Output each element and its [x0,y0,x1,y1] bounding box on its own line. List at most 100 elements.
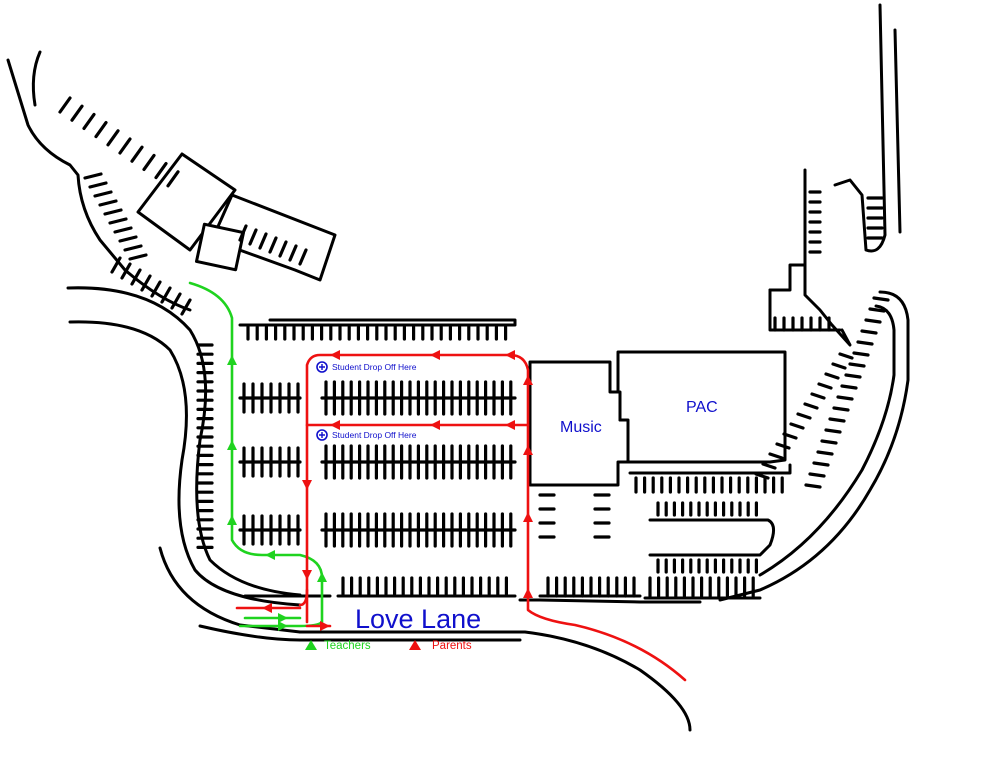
stall-col-far-northeast [866,196,884,240]
parking-stall [754,472,770,480]
parking-stalls [58,96,890,598]
parking-stall [150,280,162,298]
parking-stall [58,96,72,114]
music-label: Music [560,419,602,436]
legend-teachers-label: Teachers [324,640,371,652]
site-outline [6,3,910,732]
pac-building [616,350,787,464]
parking-stall [130,268,142,286]
parking-stall [118,137,132,155]
parking-stall [844,373,862,379]
pac-label: PAC [686,399,718,416]
parking-stall [108,217,128,225]
drop-off-marker-2: Student Drop Off Here [316,429,417,441]
route-arrows [227,350,533,631]
stall-row-center-0 [324,380,513,416]
stall-row-west-0 [242,382,300,414]
parking-stall [123,244,143,252]
parking-stall [840,384,858,390]
stall-row-west-1 [242,446,300,478]
stall-row-west-curve [83,172,148,261]
parking-stall [248,228,258,246]
parking-stall [130,145,144,163]
stall-row-west-2 [242,514,300,546]
parking-stall [298,248,308,266]
parking-stall [94,120,108,139]
parking-stall [864,318,882,324]
parking-stall [288,244,298,262]
stall-row-bottom-far [648,576,755,598]
parking-stall [180,298,192,316]
parking-stall [824,428,842,434]
parking-stall [782,432,798,440]
drop-off-marker-1: Student Drop Off Here [316,361,417,373]
parking-stall [761,462,777,470]
legend-teachers: Teachers [305,640,371,652]
parking-stall [98,199,118,207]
parking-stall [83,172,103,180]
parking-stall [142,153,156,171]
parking-stall [803,402,819,410]
stall-col-music-east [593,493,611,539]
parking-stall [128,253,148,261]
stall-row-center-2 [324,512,513,548]
parking-stall [836,395,854,401]
parking-stall [789,422,805,430]
parking-stall [820,439,838,445]
parking-stall [856,340,874,346]
stall-row-north-building [238,224,308,266]
circle-plus-icon [316,429,328,441]
parking-stall [860,329,878,335]
road-label: Love Lane [355,604,481,634]
parking-stall [810,392,826,400]
parking-stall [838,352,854,360]
lot-islands [238,318,792,600]
stall-row-bottom-east [546,576,636,598]
building-north-2 [210,193,337,282]
parking-stall [824,372,840,380]
stall-row-northwest [58,96,180,188]
parking-stall [278,240,288,258]
parking-stall [88,181,108,189]
triangle-icon [409,640,421,650]
parking-stall [852,351,870,357]
legend-parents: Parents [409,640,472,652]
parking-stall [103,208,123,216]
parking-stall [804,483,822,489]
stall-col-west [196,343,214,550]
parking-stall [816,450,834,456]
parking-stall [106,129,120,147]
parking-stall [118,235,138,243]
buildings [136,152,787,487]
parking-stall [238,224,248,242]
parking-stall [110,256,122,274]
building-north-1 [136,152,237,252]
stall-col-northeast [808,190,822,254]
parking-stall [113,226,133,234]
parking-stall [868,307,886,313]
building-north-3 [194,222,246,272]
legend: Teachers Parents [305,640,472,652]
parking-stall [817,382,833,390]
parking-stall [268,236,278,254]
parking-stall [93,190,113,198]
teachers-route [188,281,324,628]
stall-col-east-inner [754,352,854,480]
triangle-icon [305,640,317,650]
stall-row-east-low [656,558,759,574]
stall-row-east-top [634,476,784,494]
circle-plus-icon [316,361,328,373]
parking-stall [831,362,847,370]
parking-stall [832,406,850,412]
stall-row-northeast [773,316,831,332]
stall-row-center-1 [324,444,513,480]
parking-stall [166,170,180,188]
parking-stall [872,296,890,302]
parking-stall [82,112,96,130]
parking-stall [828,417,846,423]
parking-stall [775,442,791,450]
parking-stall [808,472,826,478]
legend-parents-label: Parents [432,640,472,652]
stall-col-east [804,296,890,489]
